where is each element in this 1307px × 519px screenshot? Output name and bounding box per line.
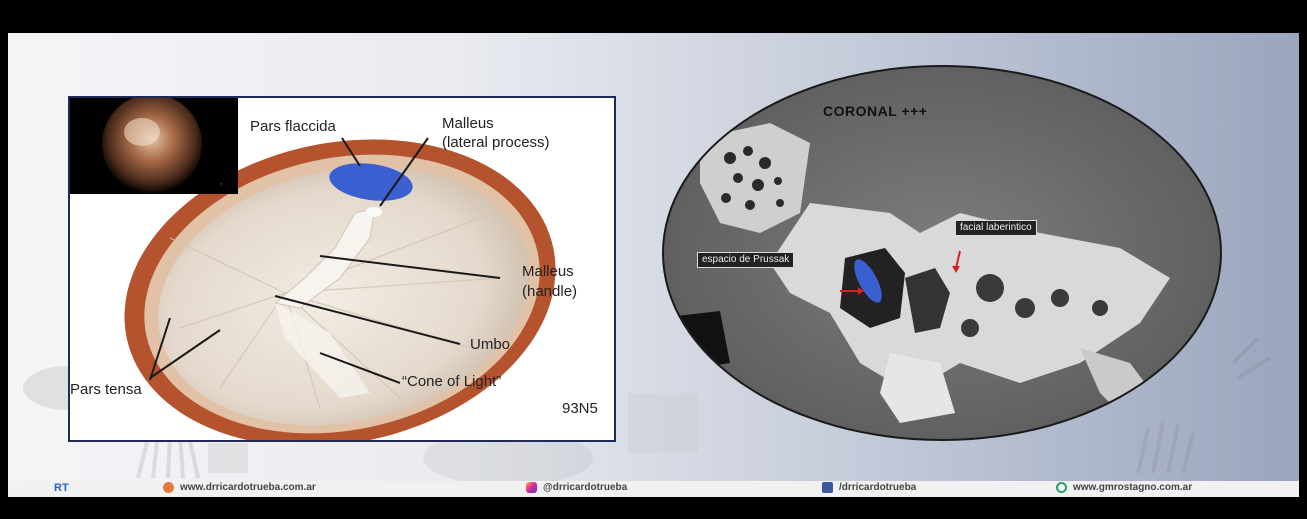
rt-logo-text: RT <box>54 482 69 494</box>
rt-logo: RT <box>54 482 69 494</box>
footer-instagram-text: @drricardotrueba <box>543 482 627 493</box>
instagram-icon <box>526 482 537 493</box>
label-malleus-handle: Malleus <box>522 263 574 281</box>
tag-facial-laberintico: facial laberintico <box>955 220 1037 236</box>
footer-instagram[interactable]: @drricardotrueba <box>526 482 627 493</box>
ct-title: CORONAL +++ <box>823 103 927 119</box>
presentation-slide: ◦ Pars flaccida Malleus (lateral process… <box>8 33 1299 481</box>
globe-icon <box>1056 482 1067 493</box>
footer-website-1-text: www.drricardotrueba.com.ar <box>180 482 316 493</box>
globe-icon <box>163 482 174 493</box>
footer-website-2-text: www.gmrostagno.com.ar <box>1073 482 1192 493</box>
label-umbo: Umbo <box>470 336 510 354</box>
label-lateral-process: (lateral process) <box>442 134 550 152</box>
tag-espacio-prussak: espacio de Prussak <box>697 252 794 268</box>
label-cone-of-light: “Cone of Light” <box>402 373 501 391</box>
label-handle: (handle) <box>522 283 577 301</box>
label-pars-flaccida: Pars flaccida <box>250 118 336 136</box>
svg-text:◦: ◦ <box>220 181 222 188</box>
rt-logo-icon: RT <box>54 482 69 494</box>
footer-facebook[interactable]: /drricardotrueba <box>822 482 916 493</box>
tympanic-membrane-diagram: ◦ Pars flaccida Malleus (lateral process… <box>68 96 616 442</box>
label-pars-tensa: Pars tensa <box>70 381 142 399</box>
footer-website-1[interactable]: www.drricardotrueba.com.ar <box>163 482 316 493</box>
label-malleus-lateral: Malleus <box>442 115 494 133</box>
otoscope-photo-inset: ◦ <box>70 98 238 194</box>
footer-website-2[interactable]: www.gmrostagno.com.ar <box>1056 482 1192 493</box>
footer-facebook-text: /drricardotrueba <box>839 482 916 493</box>
facebook-icon <box>822 482 833 493</box>
footer-bar: RT www.drricardotrueba.com.ar @drricardo… <box>8 481 1299 497</box>
label-figure-code: 93N5 <box>562 400 598 418</box>
